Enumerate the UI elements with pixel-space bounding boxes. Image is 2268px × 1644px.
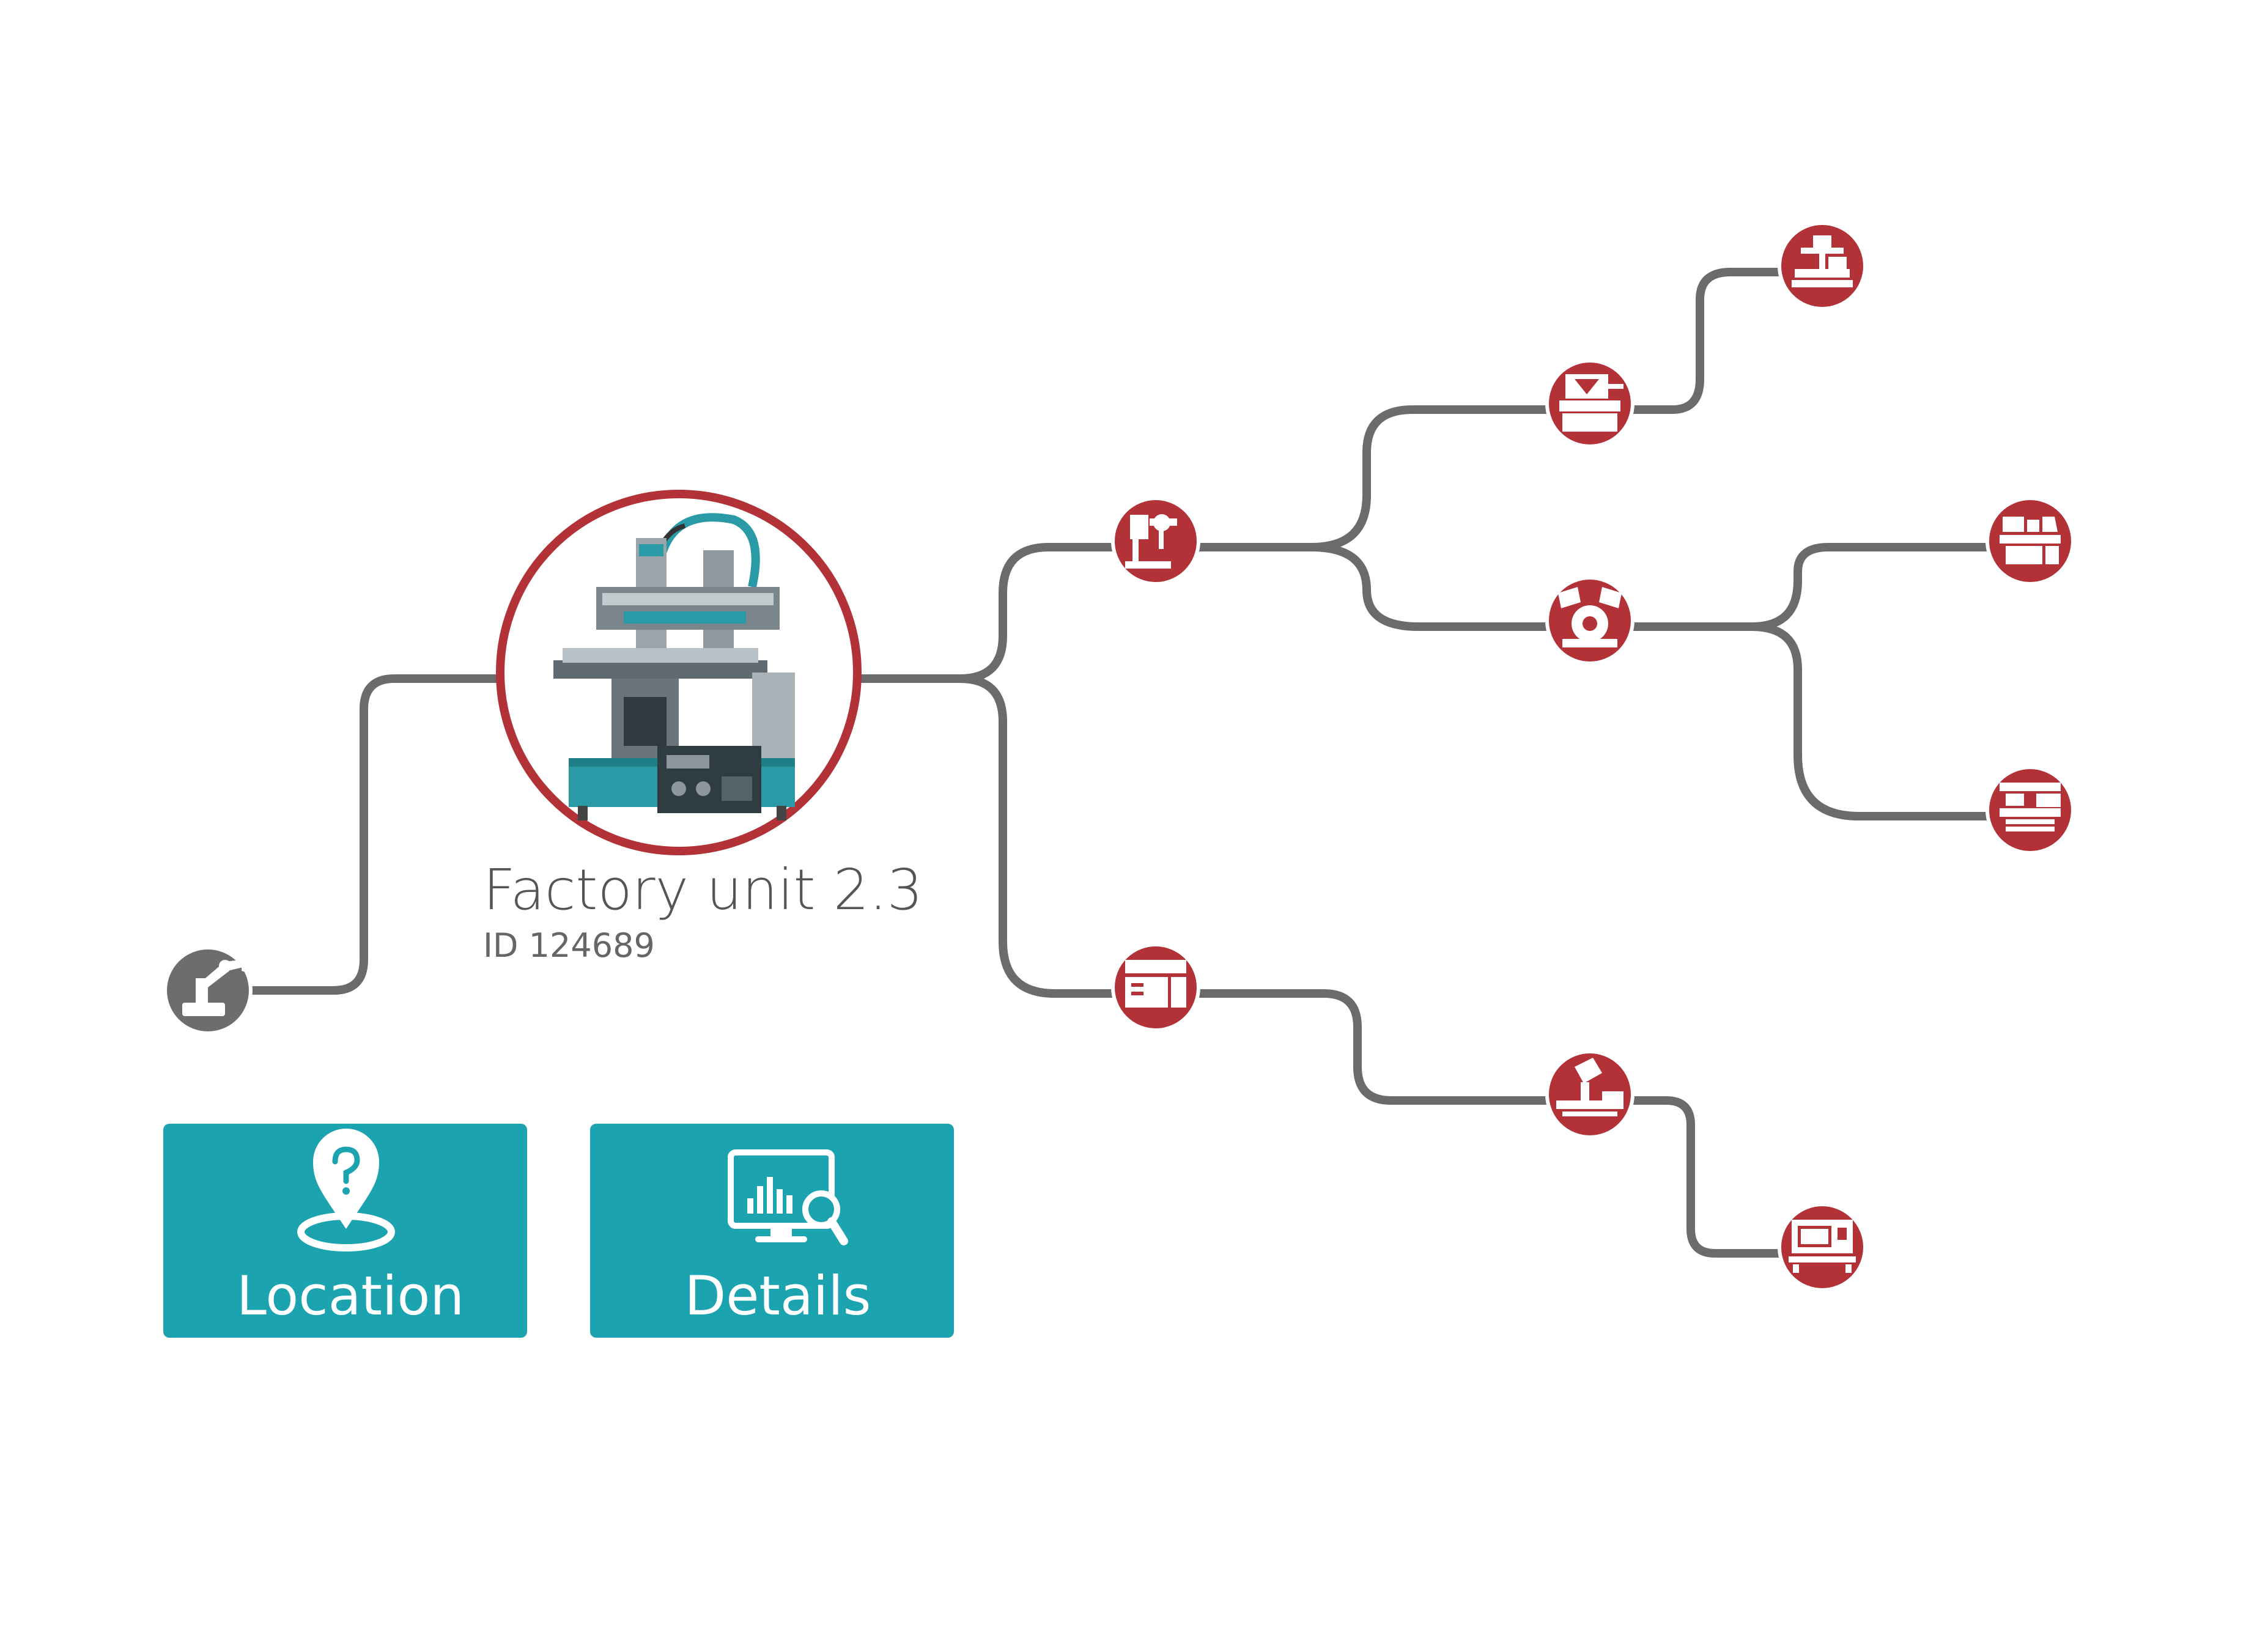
machine-node-milling[interactable] xyxy=(1778,221,1867,311)
hydraulic-press-icon xyxy=(1559,374,1623,432)
unit-title: Factory unit 2.3 xyxy=(483,857,923,923)
unit-id: ID 124689 xyxy=(483,926,655,965)
bench-grinder-icon xyxy=(1558,587,1622,647)
connector-lower-to-next xyxy=(1151,989,1594,1105)
connector-main-to-node-upper xyxy=(852,543,1160,683)
connector-mid-split-up xyxy=(1586,543,2034,631)
machine-node-press[interactable] xyxy=(1545,359,1635,448)
machine-node-machining-center[interactable] xyxy=(1778,1203,1867,1292)
cnc-lathe-icon xyxy=(1125,960,1186,1008)
main-unit-node[interactable] xyxy=(496,490,862,855)
connector-upper-split-bottom xyxy=(1307,543,1594,631)
robot-arm-icon xyxy=(182,954,249,1016)
details-button-label: Details xyxy=(684,1264,871,1327)
machine-node-lathe[interactable] xyxy=(1111,943,1200,1032)
machining-center-icon xyxy=(1789,1220,1856,1273)
cnc-router-icon xyxy=(2000,783,2061,831)
milling-machine-icon xyxy=(1792,235,1853,287)
root-node[interactable] xyxy=(163,946,253,1035)
machine-node-workbench[interactable] xyxy=(1985,496,2075,586)
connector-next-to-last xyxy=(1586,1096,1827,1258)
connector-mid-split-down xyxy=(1748,622,2034,820)
location-button-label: Location xyxy=(237,1264,464,1327)
location-button[interactable]: Location xyxy=(163,1124,527,1338)
details-button[interactable]: Details xyxy=(590,1124,954,1338)
connectors xyxy=(204,268,2034,1258)
map-pin-question-icon xyxy=(297,1129,395,1251)
connector-top-to-topmost xyxy=(1586,268,1827,414)
connector-upper-split-top xyxy=(1151,405,1594,551)
machine-node-welder[interactable] xyxy=(1545,1050,1635,1139)
workbench-machine-icon xyxy=(2000,517,2061,564)
welding-arm-icon xyxy=(1556,1058,1623,1116)
drill-press-icon xyxy=(1125,514,1177,569)
connector-root-to-main xyxy=(204,674,506,995)
machine-node-drill-press[interactable] xyxy=(1111,496,1200,586)
machine-node-cnc-router[interactable] xyxy=(1985,765,2075,855)
connector-main-to-node-lower xyxy=(956,674,1160,998)
machine-node-grinder[interactable] xyxy=(1545,576,1635,665)
monitor-chart-magnifier-icon xyxy=(728,1149,848,1245)
screen-printing-machine-icon xyxy=(553,513,795,820)
